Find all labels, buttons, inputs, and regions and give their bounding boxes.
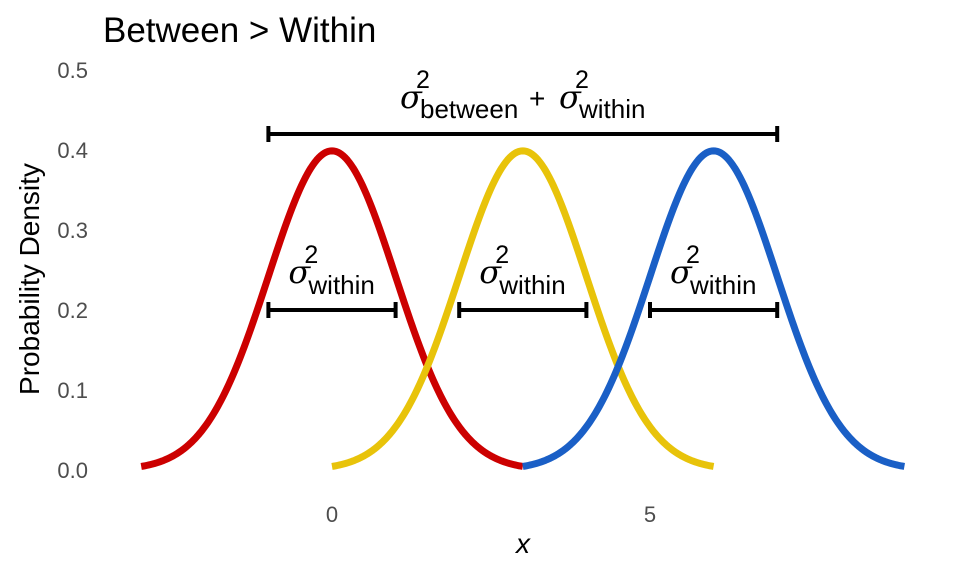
y-tick-label: 0.0 xyxy=(57,458,88,483)
y-axis-label: Probability Density xyxy=(14,163,45,395)
x-tick-label: 0 xyxy=(326,502,338,527)
y-tick-label: 0.3 xyxy=(57,218,88,243)
density-curves xyxy=(139,147,906,470)
y-tick-label: 0.5 xyxy=(57,58,88,83)
y-tick-label: 0.4 xyxy=(57,138,88,163)
total-variance-label-sigma: σ xyxy=(559,78,582,116)
x-tick-label: 5 xyxy=(644,502,656,527)
total-variance-label-plus: + xyxy=(529,83,545,114)
total-variance-label-sub: between xyxy=(420,94,518,124)
within-variance-label-sup: 2 xyxy=(304,241,318,269)
within-variance-label-sigma: σ xyxy=(479,253,502,291)
within-variance-label-sigma: σ xyxy=(288,253,311,291)
density-curve-group-3 xyxy=(521,147,906,470)
y-tick-label: 0.1 xyxy=(57,378,88,403)
y-axis-ticks: 0.0 0.1 0.2 0.3 0.4 0.5 xyxy=(57,58,88,483)
density-curve-group-1 xyxy=(139,147,525,470)
total-variance-label-sup: 2 xyxy=(575,66,589,94)
chart-title: Between > Within xyxy=(103,11,376,50)
within-variance-label-sigma: σ xyxy=(670,253,693,291)
within-variance-label-sup: 2 xyxy=(495,241,509,269)
within-variance-label-sub: within xyxy=(307,270,374,300)
total-variance-label-sup: 2 xyxy=(416,66,430,94)
x-axis-label: x xyxy=(514,528,531,559)
y-tick-label: 0.2 xyxy=(57,298,88,323)
within-variance-label-sub: within xyxy=(498,270,565,300)
density-curve-group-2 xyxy=(330,147,716,470)
total-variance-label-sigma: σ xyxy=(400,78,423,116)
within-variance-label-sub: within xyxy=(689,270,756,300)
total-variance-label-sub: within xyxy=(578,94,645,124)
within-variance-label-sup: 2 xyxy=(686,241,700,269)
